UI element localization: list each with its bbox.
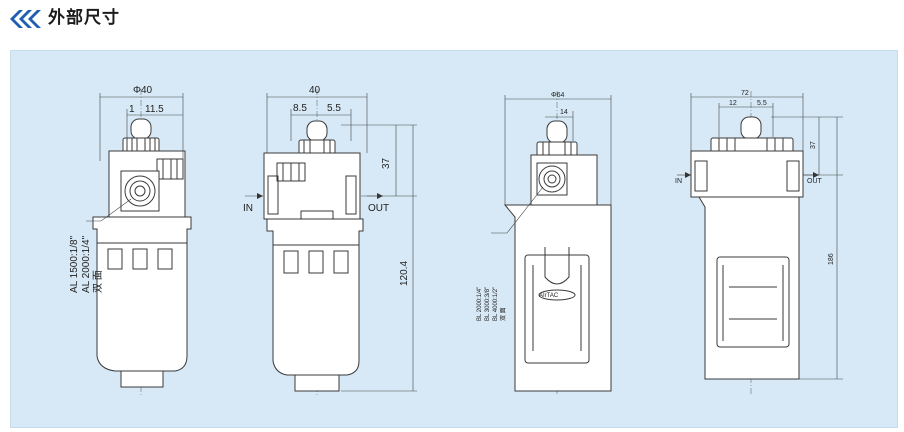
- bl-top-dim: 72: [741, 90, 749, 97]
- drawing-al-side: IN OUT 40 8.5 5.5 37 120.4: [243, 85, 417, 396]
- bl-dim-186: 186: [828, 253, 835, 265]
- al-port-size-1: AL 1500:1/8": [69, 235, 80, 293]
- bl-port-note: 双 面: [500, 307, 507, 321]
- bl-brand: AIrTAC: [539, 293, 559, 299]
- al-dim-120-4: 120.4: [399, 261, 410, 286]
- al-port-note: 双 面: [92, 270, 104, 293]
- drawing-bl-side: IN OUT 72 12 5.5 37 186: [675, 90, 843, 396]
- al-port-size-2: AL 2000:1/4": [81, 235, 92, 293]
- bl-diameter-dim: Φ64: [551, 92, 564, 99]
- drawing-panel: Φ40 1 11.5 AL 1500:1/8" AL 2000:1/4" 双 面: [10, 50, 898, 428]
- al-out-label: OUT: [368, 203, 389, 214]
- al-width-dim: 40: [309, 85, 321, 96]
- bl-dim-12: 12: [729, 100, 737, 107]
- al-dim-37: 37: [381, 157, 392, 169]
- section-header: 外部尺寸: [0, 0, 904, 44]
- al-in-label: IN: [243, 203, 253, 214]
- al-dim-5-5: 5.5: [327, 103, 341, 114]
- al-dim-8-5: 8.5: [293, 103, 307, 114]
- bl-dim-14: 14: [560, 109, 568, 116]
- bl-out-label: OUT: [807, 178, 823, 185]
- bl-port-size-2: BL 3000:3/8": [485, 287, 491, 321]
- al-diameter-dim: Φ40: [133, 85, 153, 96]
- al-dim-11-5: 11.5: [145, 104, 164, 115]
- triple-chevron-left-icon: [10, 10, 41, 28]
- bl-port-size-1: BL 2000:1/4": [477, 287, 483, 321]
- drawing-al-front: Φ40 1 11.5 AL 1500:1/8" AL 2000:1/4" 双 面: [69, 85, 192, 396]
- drawing-bl-front: AIrTAC Φ64 14 BL 2000:1/4" BL 3000:3/8" …: [477, 91, 612, 396]
- bl-in-label: IN: [675, 178, 682, 185]
- bl-dim-5-5: 5.5: [757, 100, 767, 107]
- bl-port-size-3: BL 4000:1/2": [493, 287, 499, 321]
- page-title: 外部尺寸: [48, 8, 120, 28]
- al-dim-1: 1: [129, 104, 135, 115]
- bl-dim-37: 37: [810, 141, 817, 149]
